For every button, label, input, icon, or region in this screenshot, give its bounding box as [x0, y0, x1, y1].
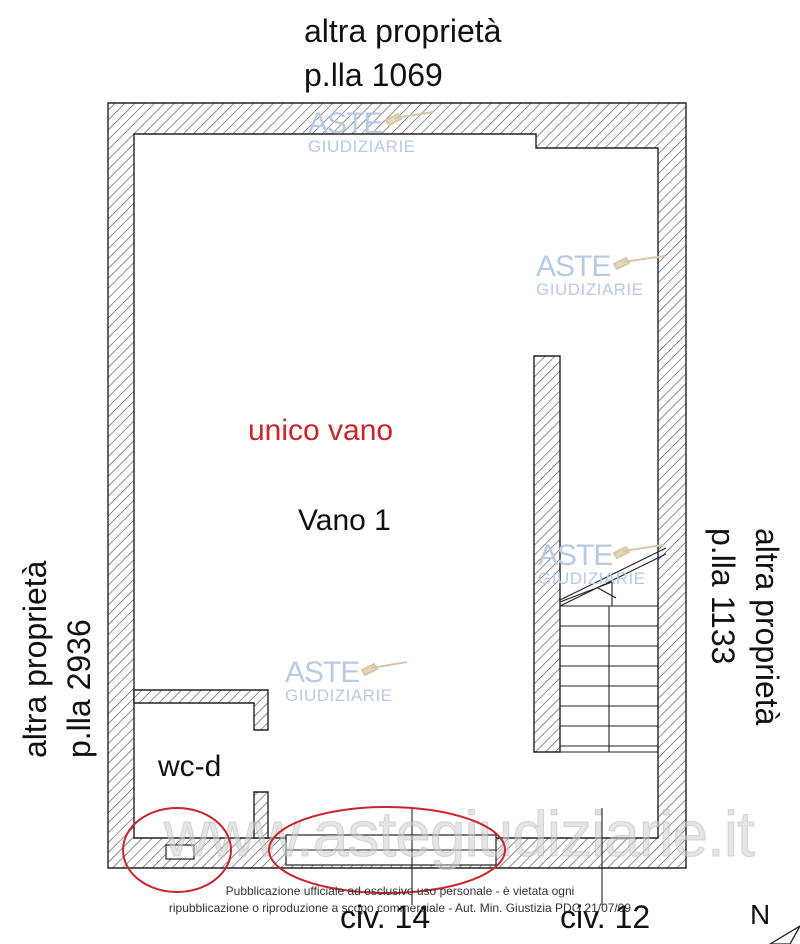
- gavel-icon: [612, 255, 666, 271]
- right-neighbor-line1: altra proprietà: [749, 528, 785, 726]
- civ-12-label: civ. 12: [560, 899, 650, 935]
- north-label: N: [750, 899, 770, 930]
- stairs: [559, 547, 667, 753]
- gavel-icon: [360, 661, 408, 677]
- openings: [165, 834, 497, 866]
- room-name-label: Vano 1: [298, 504, 391, 537]
- watermark-brand: ASTE: [308, 107, 382, 140]
- wc-partition: [133, 689, 269, 731]
- top-neighbor-line2: p.lla 1069: [304, 57, 443, 93]
- watermark-brand-sub: GIUDIZIARIE: [538, 569, 646, 588]
- watermark-brand: ASTE: [285, 656, 359, 689]
- highlight-wc-window: [122, 807, 232, 893]
- watermark-brand: ASTE: [536, 250, 610, 283]
- watermark-brand-sub: GIUDIZIARIE: [536, 280, 644, 299]
- wc-window: [165, 844, 195, 860]
- watermark-logo-4: ASTE GIUDIZIARIE: [285, 656, 408, 705]
- left-neighbor-line2: p.lla 2936: [61, 619, 97, 758]
- walls: [107, 102, 687, 869]
- right-neighbor-line2: p.lla 1133: [705, 528, 741, 664]
- watermark-brand: ASTE: [538, 539, 612, 572]
- gavel-icon: [384, 111, 434, 127]
- gavel-icon: [612, 544, 664, 560]
- top-neighbor-line1: altra proprietà: [304, 13, 502, 49]
- watermark-logo-1: ASTE GIUDIZIARIE: [308, 107, 434, 156]
- civic-leaders: [411, 808, 603, 905]
- watermark-logo-3: ASTE GIUDIZIARIE: [538, 539, 664, 588]
- wc-label: wc-d: [157, 750, 221, 783]
- watermark-brand-sub: GIUDIZIARIE: [285, 686, 393, 705]
- watermark-logo-2: ASTE GIUDIZIARIE: [536, 250, 666, 299]
- left-neighbor-line1: altra proprietà: [17, 560, 53, 758]
- outer-wall: [107, 102, 687, 869]
- watermark-url: www.astegiudiziarie.it: [163, 798, 755, 870]
- north-arrow-icon: [768, 925, 800, 944]
- left-neighbor-label: altra proprietà p.lla 2936: [17, 560, 97, 758]
- civ-14-label: civ. 14: [340, 899, 430, 935]
- room-type-label: unico vano: [248, 414, 393, 447]
- wc-door-jamb: [253, 791, 269, 839]
- highlight-main-door: [268, 806, 506, 894]
- right-neighbor-label: altra proprietà p.lla 1133: [705, 528, 785, 726]
- watermark-brand-sub: GIUDIZIARIE: [308, 137, 416, 156]
- notice-line1: Pubblicazione ufficiale ad esclusivo uso…: [226, 884, 575, 898]
- notice-line2: ripubblicazione o riproduzione a scopo c…: [169, 901, 632, 915]
